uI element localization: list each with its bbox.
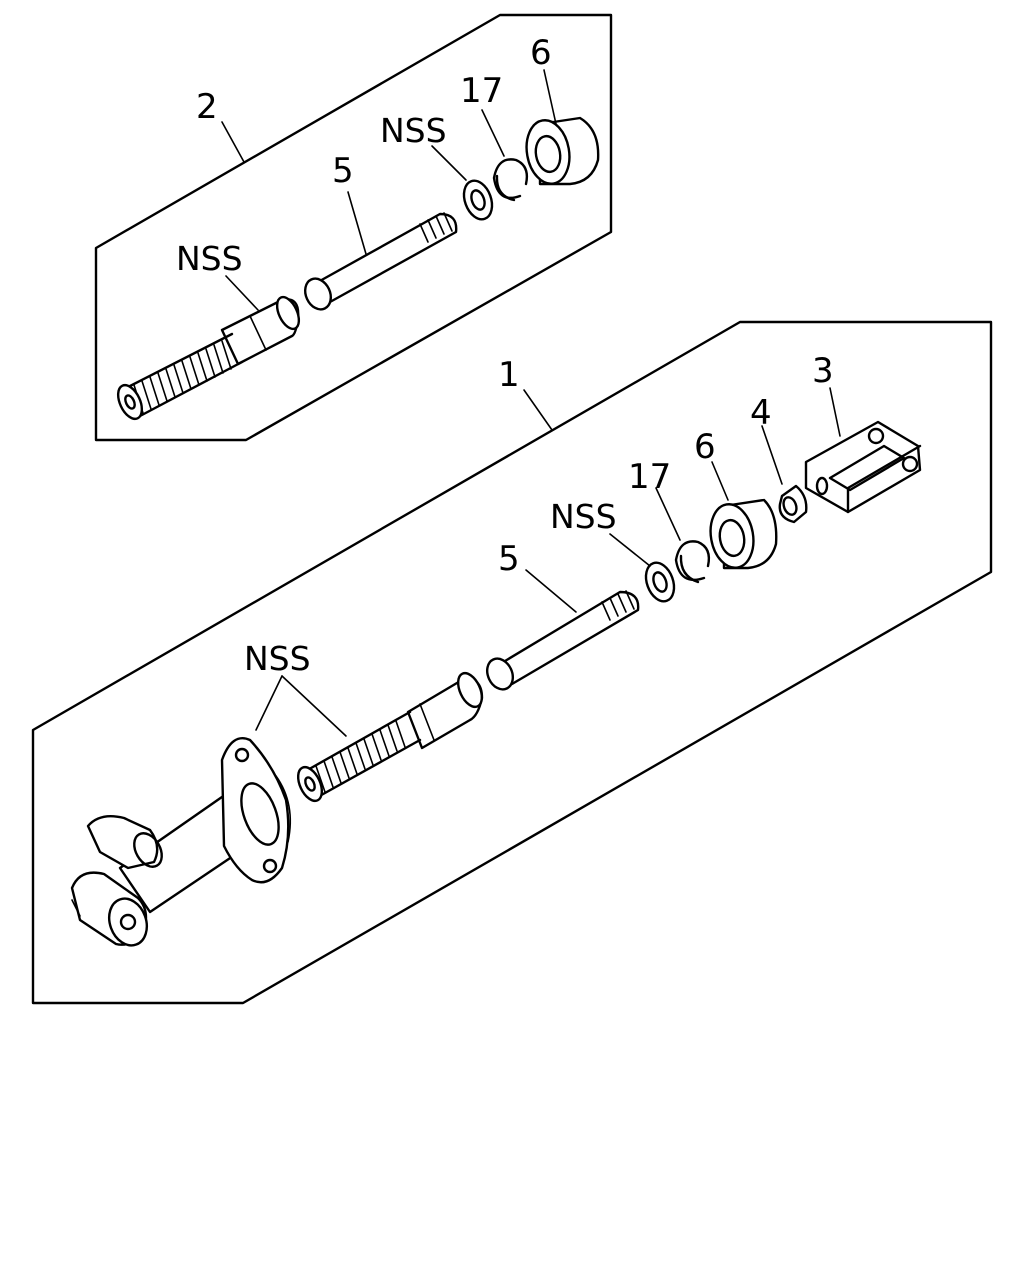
lower-washer[interactable] [641,559,679,605]
upper-bushing-6[interactable] [522,116,600,187]
label-lower-nss-body: NSS [244,639,311,678]
upper-spring-rod[interactable] [113,294,303,423]
lower-main-body[interactable] [70,737,292,950]
upper-snap-ring-17[interactable] [492,158,529,202]
assembly-1-group: 1 NSS 5 NSS 17 6 4 3 [31,320,993,1005]
lower-snap-ring-17[interactable] [674,540,711,584]
upper-pin-5[interactable] [300,212,458,314]
lower-spring-rod[interactable] [293,669,486,804]
lower-clevis-3[interactable] [804,420,922,514]
assembly-1-frame [31,320,993,1005]
lower-pin-5[interactable] [482,590,640,694]
label-lower-clevis-3: 3 [812,351,834,391]
label-lower-bushing-6: 6 [694,427,716,467]
upper-leaders [221,69,557,311]
upper-washer[interactable] [459,177,497,223]
label-lower-pin-5: 5 [498,539,520,579]
label-assembly-1: 1 [498,355,520,395]
assembly-2-group: 2 NSS 5 NSS 17 6 [94,13,613,442]
label-upper-bushing-6: 6 [530,33,552,73]
lower-leaders [255,387,841,737]
label-upper-pin-5: 5 [332,151,354,191]
label-upper-ring-17: 17 [460,71,503,111]
label-assembly-2: 2 [196,87,218,127]
label-lower-nss-washer: NSS [550,497,617,536]
label-upper-nss-spring: NSS [176,239,243,278]
label-upper-nss-washer: NSS [380,111,447,150]
label-lower-ring-17: 17 [628,457,671,497]
lower-bushing-6[interactable] [706,498,778,571]
assembly-2-frame [94,13,613,442]
label-lower-nut-4: 4 [750,393,772,433]
lower-nut-4[interactable] [778,484,808,524]
